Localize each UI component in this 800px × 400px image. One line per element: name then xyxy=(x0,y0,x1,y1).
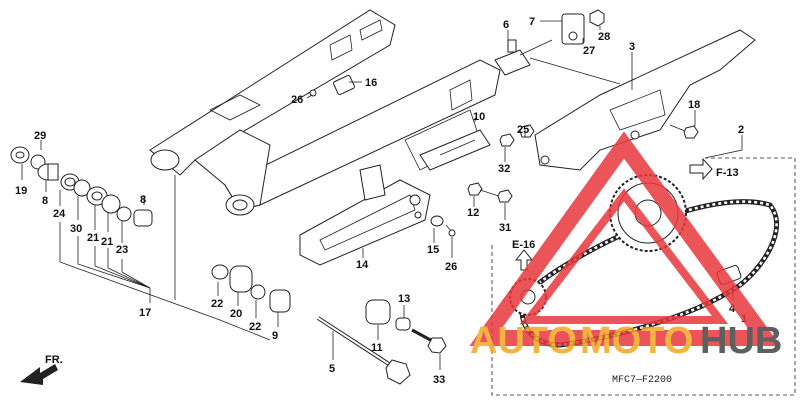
callout-26b: 26 xyxy=(445,261,457,273)
callout-31: 31 xyxy=(499,222,511,234)
swingarm xyxy=(149,9,501,216)
nut xyxy=(589,9,605,27)
bolt xyxy=(669,124,699,139)
watermark: AUTO MOTO HUB xyxy=(469,131,782,362)
ref-f13: F-13 xyxy=(716,167,739,179)
callout-22: 22 xyxy=(211,298,223,310)
arrow-e16-icon xyxy=(514,249,534,271)
callout-8b: 8 xyxy=(42,195,48,207)
callout-3: 3 xyxy=(629,41,635,53)
callout-15: 15 xyxy=(427,244,439,256)
callout-30: 30 xyxy=(70,223,82,235)
callout-5: 5 xyxy=(329,363,335,375)
bolt xyxy=(467,182,513,203)
callouts: 1 2 3 4 5 6 7 8 8 9 10 11 12 13 14 15 16… xyxy=(15,16,747,386)
chain-case xyxy=(534,29,756,171)
watermark-auto: AUTO xyxy=(470,320,577,362)
callout-14: 14 xyxy=(356,259,369,271)
callout-7: 7 xyxy=(529,16,535,28)
callout-23: 23 xyxy=(116,244,128,256)
callout-17: 17 xyxy=(139,307,151,319)
watermark-hub: HUB xyxy=(700,320,782,362)
ref-e16: E-16 xyxy=(512,239,535,251)
callout-29: 29 xyxy=(34,130,46,142)
warning-triangle-icon xyxy=(469,131,781,346)
callout-13: 13 xyxy=(398,293,410,305)
callout-20: 20 xyxy=(230,308,242,320)
pivot-bolt xyxy=(316,316,411,385)
callout-8: 8 xyxy=(140,194,146,206)
chain-adjuster xyxy=(494,39,553,76)
callout-24: 24 xyxy=(53,208,66,220)
callout-27: 27 xyxy=(583,45,595,57)
callout-21b: 21 xyxy=(101,236,113,248)
callout-32: 32 xyxy=(498,163,510,175)
left-bearing-stack xyxy=(10,146,153,227)
front-label: FR. xyxy=(45,354,63,366)
callout-21: 21 xyxy=(87,232,99,244)
arrow-f13-icon xyxy=(689,157,713,181)
chain-slider xyxy=(299,164,431,266)
pivot-bearing-stack xyxy=(211,264,291,313)
callout-19: 19 xyxy=(15,185,27,197)
leader-lines xyxy=(21,20,743,370)
chain-guide xyxy=(419,129,491,171)
callout-10: 10 xyxy=(473,111,485,123)
adjuster-plate xyxy=(561,13,585,45)
callout-4: 4 xyxy=(729,303,736,315)
callout-25: 25 xyxy=(517,124,529,136)
callout-26: 26 xyxy=(291,94,303,106)
callout-18: 18 xyxy=(688,99,700,111)
callout-28: 28 xyxy=(598,31,610,43)
callout-11: 11 xyxy=(371,342,383,354)
callout-2: 2 xyxy=(738,124,744,136)
front-indicator: FR. xyxy=(20,354,63,385)
clip xyxy=(333,75,355,95)
callout-9: 9 xyxy=(272,330,278,342)
callout-33: 33 xyxy=(433,374,445,386)
watermark-moto: MOTO xyxy=(580,320,693,362)
callout-22b: 22 xyxy=(249,321,261,333)
callout-16: 16 xyxy=(365,77,377,89)
callout-6: 6 xyxy=(503,19,509,31)
drawing-code: MFC7—F2200 xyxy=(612,375,672,386)
callout-12: 12 xyxy=(467,207,479,219)
